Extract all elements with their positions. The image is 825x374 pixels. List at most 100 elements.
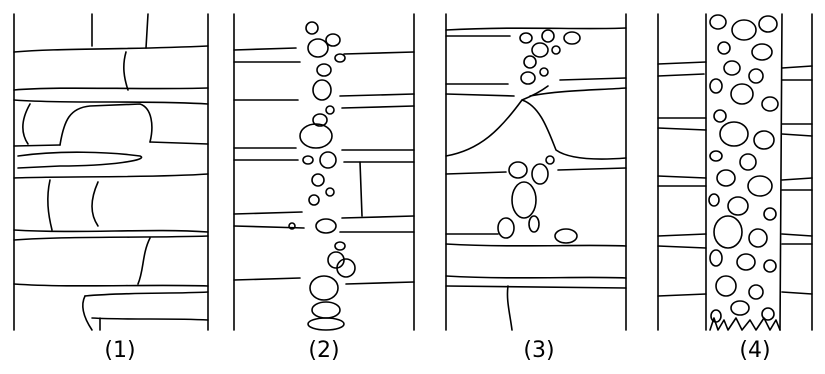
mortar-joint	[233, 47, 297, 51]
mortar-joint	[657, 175, 707, 179]
rubble-stone	[539, 67, 549, 77]
rubble-stone	[309, 275, 339, 301]
mortar-joint	[339, 93, 415, 97]
stone	[91, 181, 99, 227]
rubble-stone	[308, 194, 320, 206]
mortar-joint	[341, 105, 415, 109]
rubble-stone	[497, 217, 515, 239]
rubble-stone	[545, 155, 555, 165]
rubble-stone	[748, 68, 764, 84]
rubble-stone	[709, 150, 723, 162]
mortar-joint	[233, 225, 305, 229]
rubble-stone	[723, 60, 741, 76]
rubble-stone	[325, 187, 335, 197]
rubble-stone	[307, 38, 329, 58]
crack	[521, 85, 549, 101]
rubble-stone	[713, 109, 727, 123]
rubble-stone	[753, 130, 775, 150]
rubble-stone	[334, 241, 346, 251]
rubble-stone	[519, 32, 533, 44]
rubble-stone	[709, 249, 723, 267]
mortar-joint	[13, 99, 209, 105]
head-joint	[137, 237, 151, 285]
stone	[59, 103, 153, 146]
mortar-joint	[445, 27, 627, 31]
rubble-base-fragments	[709, 317, 781, 331]
rubble-stone	[731, 19, 757, 41]
mortar-joint	[657, 293, 707, 297]
mortar-joint	[91, 317, 209, 321]
rubble-stone	[716, 169, 736, 187]
mortar-joint	[445, 93, 515, 97]
rubble-stone	[748, 284, 764, 300]
rubble-stone	[531, 42, 549, 58]
panel-caption-4: (4)	[739, 338, 771, 363]
mortar-joint	[529, 87, 627, 97]
rubble-stone	[563, 31, 581, 45]
panel-caption-3: (3)	[523, 338, 555, 363]
wall-panel-3	[445, 13, 627, 331]
rubble-stone	[311, 301, 341, 319]
rubble-stone	[541, 29, 555, 43]
rubble-stone	[508, 161, 528, 179]
mortar-joint	[233, 277, 301, 281]
rubble-stone	[751, 43, 773, 61]
rubble-stone	[761, 307, 775, 321]
rubble-stone	[334, 53, 346, 63]
mortar-joint	[445, 77, 627, 85]
mortar-joint	[233, 211, 303, 215]
rubble-stone	[715, 275, 737, 297]
rubble-stone	[511, 181, 537, 219]
rubble-stone	[325, 33, 341, 47]
mortar-joint	[781, 233, 813, 237]
mortar-joint	[781, 133, 813, 137]
rubble-stone	[727, 196, 749, 216]
mortar-joint	[13, 141, 209, 147]
mortar-joint	[445, 285, 627, 289]
mortar-joint	[445, 275, 627, 279]
rubble-stone	[739, 153, 757, 171]
mortar-joint	[657, 73, 705, 77]
head-joint	[47, 179, 53, 231]
rubble-stone	[302, 155, 314, 165]
mortar-joint	[781, 177, 813, 181]
rubble-stone	[763, 259, 777, 273]
rubble-stone	[717, 41, 731, 55]
mortar-joint	[657, 245, 707, 249]
crack	[445, 99, 627, 160]
rubble-stone	[311, 173, 325, 187]
mortar-joint	[445, 243, 627, 247]
rubble-stone	[554, 228, 578, 244]
rubble-stone	[763, 207, 777, 221]
rubble-stone	[708, 193, 720, 207]
mortar-joint	[781, 65, 813, 69]
rubble-stone	[528, 215, 540, 233]
rubble-stone	[747, 175, 773, 197]
head-joint	[359, 161, 363, 217]
rubble-stone	[730, 83, 754, 105]
wall-panel-1	[13, 13, 209, 331]
core-boundary	[779, 13, 783, 331]
rubble-stone	[551, 45, 561, 55]
rubble-stone	[315, 218, 337, 234]
rubble-stone	[312, 113, 328, 127]
stone	[17, 151, 143, 169]
mortar-joint	[445, 167, 627, 175]
rubble-stone	[709, 78, 723, 94]
rubble-stone	[288, 222, 296, 230]
rubble-stone	[316, 63, 332, 77]
head-joint	[22, 103, 31, 145]
rubble-stone	[319, 151, 337, 169]
head-joint	[145, 13, 149, 49]
rubble-stone	[305, 21, 319, 35]
mortar-joint	[781, 291, 813, 295]
rubble-stone	[299, 123, 333, 149]
rubble-stone	[730, 300, 750, 316]
rubble-stone	[758, 15, 778, 33]
rubble-stone	[325, 105, 335, 115]
rubble-stone	[531, 163, 549, 185]
rubble-stone	[709, 14, 727, 30]
mortar-joint	[13, 87, 209, 91]
mortar-joint	[13, 283, 209, 287]
